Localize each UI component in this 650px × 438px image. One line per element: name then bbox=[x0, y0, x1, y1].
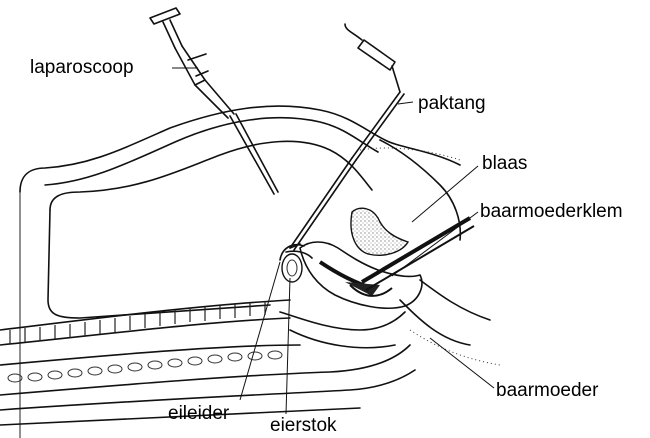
label-laparoscoop: laparoscoop bbox=[30, 57, 134, 78]
label-baarmoederklem: baarmoederklem bbox=[480, 201, 623, 222]
rectum bbox=[279, 311, 406, 349]
uterine-manipulator bbox=[349, 216, 475, 297]
grasping-forceps bbox=[289, 23, 405, 251]
laparoscope-instrument bbox=[149, 7, 279, 195]
leader-lines bbox=[172, 67, 495, 415]
uterus bbox=[299, 241, 423, 309]
label-blaas: blaas bbox=[482, 153, 528, 174]
ovary bbox=[281, 253, 303, 283]
label-baarmoeder: baarmoeder bbox=[496, 380, 599, 401]
fallopian-tube bbox=[279, 244, 313, 261]
abdominal-cavity bbox=[47, 140, 373, 319]
label-eierstok: eierstok bbox=[270, 415, 337, 436]
pelvic-floor bbox=[399, 279, 501, 366]
label-eileider: eileider bbox=[168, 403, 230, 424]
spine bbox=[0, 299, 416, 426]
label-paktang: paktang bbox=[418, 93, 486, 114]
abdominal-wall bbox=[19, 105, 461, 438]
